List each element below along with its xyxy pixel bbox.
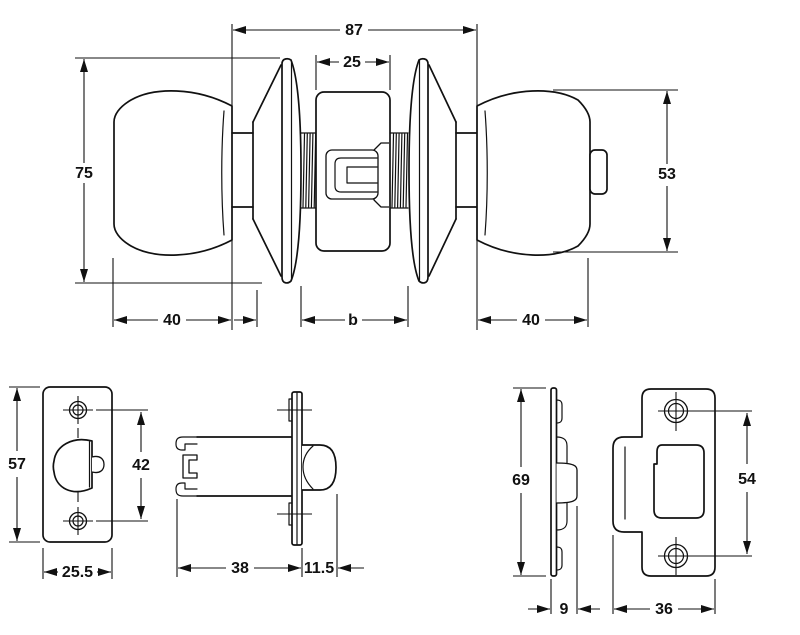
dim-strike-screw-spacing: 54 [738, 471, 756, 488]
strike-screwhead-bottom [555, 546, 563, 571]
dim-right-knob-length: 40 [522, 312, 540, 329]
dim-latch-body-length: 38 [231, 560, 249, 577]
strike-latch-hole [653, 444, 705, 519]
dim-latch-case-width: 25 [343, 54, 361, 71]
dim-door-thickness: b [348, 312, 358, 329]
latch-side-view [175, 391, 337, 546]
left-knob [113, 90, 233, 256]
strike-screwhead-top [555, 399, 563, 424]
faceplate-bottom-screw [63, 507, 93, 535]
latch-bolt-side [302, 444, 337, 491]
dim-faceplate-height: 57 [8, 456, 26, 473]
left-knob-face-line [221, 110, 225, 236]
right-knob-face-line [484, 110, 488, 236]
left-cone-top [252, 64, 282, 123]
left-spindle-threads [300, 132, 317, 209]
strike-bottom-screw [658, 537, 752, 575]
right-cone-top [428, 64, 457, 123]
right-knob [476, 90, 591, 256]
hub-body [325, 149, 379, 200]
dim-faceplate-screw-spacing: 42 [132, 457, 150, 474]
right-spindle-threads [389, 132, 409, 209]
strike-plate-edge [550, 387, 558, 577]
strike-top-screw [658, 392, 752, 431]
knob-assembly-dimensions: 87 25 75 53 40 b 40 [75, 22, 678, 330]
latch-bolt-bevel [302, 445, 314, 490]
dim-left-knob-length: 40 [163, 312, 181, 329]
hub-c-slot [346, 166, 378, 184]
strike-side-view [550, 387, 578, 577]
latch-rear-hook-top [175, 436, 198, 451]
hub-c-outline [334, 157, 378, 193]
dim-rose-diameter: 75 [75, 165, 93, 182]
strike-dimple-edge [556, 462, 578, 504]
latch-rear-bracket [182, 454, 198, 479]
strike-front-view [612, 388, 752, 577]
latch-bolt-front [52, 438, 93, 493]
latch-bolt-tip [91, 455, 105, 474]
latch-side-dimensions: 38 11.5 [176, 494, 364, 577]
dim-strike-depth: 9 [560, 601, 569, 618]
latch-faceplate-dimensions: 57 42 25.5 [8, 386, 150, 581]
dim-faceplate-width: 25.5 [62, 564, 93, 581]
strike-dimensions: 69 9 54 36 [512, 387, 756, 618]
knob-assembly-view [113, 57, 608, 284]
dim-strike-height: 69 [512, 472, 530, 489]
dim-bolt-projection: 11.5 [304, 560, 334, 577]
right-rose [408, 57, 429, 284]
dim-overall-length: 87 [345, 22, 363, 39]
left-cone-bottom [252, 218, 282, 277]
right-cone-bottom [428, 218, 457, 277]
faceplate-top-screw [63, 396, 93, 424]
dim-strike-width: 36 [655, 601, 673, 618]
latch-rear-hook-bottom [175, 482, 198, 497]
dim-knob-diameter: 53 [658, 166, 676, 183]
latch-faceplate-front-view [42, 386, 113, 543]
right-knob-stem [589, 149, 608, 195]
